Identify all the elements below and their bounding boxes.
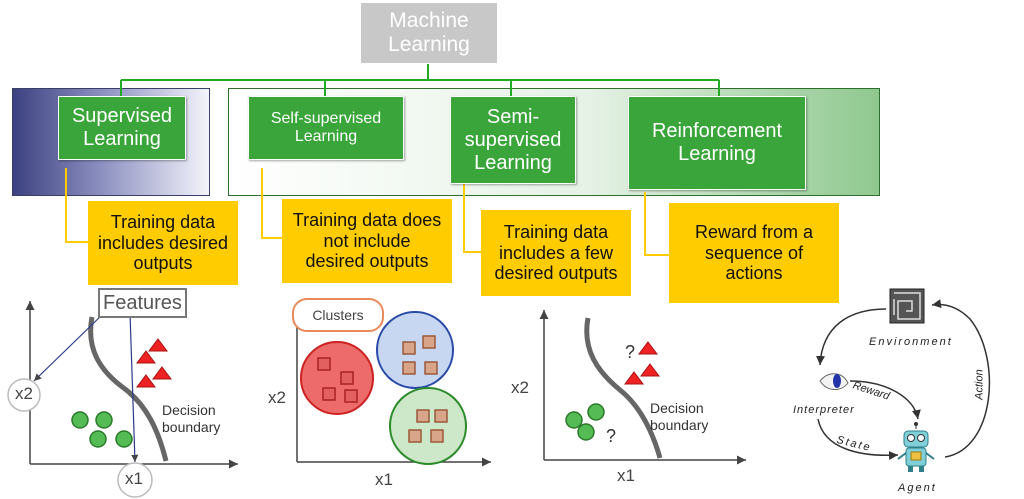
green-circle: [71, 411, 89, 429]
x1-label: x1: [617, 466, 635, 485]
supervised-description: Training data includes desired outputs: [88, 201, 238, 285]
x1-label-circle: [117, 462, 153, 498]
eye-icon: [819, 373, 849, 390]
reward-arrow: [849, 380, 921, 420]
red-triangle: [148, 338, 168, 352]
supervised-learning-box: Supervised Learning: [58, 96, 186, 160]
semi-supervised-description: Training data includes a few desired out…: [481, 210, 631, 296]
supervised-plot: [7, 301, 238, 498]
clusters-label: Clusters: [292, 298, 384, 332]
feature-arrow-x2: [33, 312, 105, 382]
semi-supervised-plot: [539, 310, 746, 465]
state-arrow: [817, 418, 899, 460]
brown-square: [402, 361, 416, 375]
x1-label: x1: [375, 470, 393, 489]
red-triangle: [624, 371, 644, 385]
red-triangle: [136, 350, 156, 364]
x2-label: x2: [15, 384, 33, 403]
cluster-red: [300, 341, 374, 415]
decision-boundary-label: Decision boundary: [650, 400, 709, 433]
decision-boundary: [584, 317, 663, 459]
environment-arrow: [815, 308, 887, 366]
red-square: [322, 387, 336, 401]
interpreter-label: Interpreter: [793, 404, 855, 416]
brown-square: [416, 409, 430, 423]
brown-square: [408, 429, 422, 443]
green-circle: [89, 430, 107, 448]
brown-square: [424, 361, 438, 375]
reinforcement-description: Reward from a sequence of actions: [669, 203, 839, 303]
machine-learning-root: Machine Learning: [360, 2, 498, 64]
unknown-mark: ?: [606, 426, 617, 446]
self-supervised-learning-box: Self-supervised Learning: [248, 96, 404, 160]
x2-label: x2: [268, 388, 286, 407]
reinforcement-learning-box: Reinforcement Learning: [628, 96, 806, 190]
red-triangle: [638, 341, 658, 355]
red-triangle: [640, 363, 660, 377]
unknown-mark: ?: [625, 342, 636, 362]
brown-square: [430, 429, 444, 443]
green-circle: [115, 430, 133, 448]
red-square: [344, 389, 358, 403]
red-triangle: [152, 366, 172, 380]
agent-label: Agent: [898, 482, 937, 494]
rl-loop-diagram: [815, 288, 991, 472]
robot-agent-icon: [897, 422, 935, 472]
action-label: Action: [973, 369, 986, 400]
decision-boundary: [88, 316, 169, 462]
cluster-green: [389, 387, 467, 465]
x1-label: x1: [125, 469, 143, 488]
action-arrow: [931, 299, 991, 458]
x2-label: x2: [511, 378, 529, 397]
green-circle: [577, 423, 595, 441]
red-square: [317, 357, 331, 371]
brown-square: [422, 335, 436, 349]
green-circle: [565, 411, 583, 429]
clustering-plot: [292, 311, 491, 467]
red-square: [340, 371, 354, 385]
maze-icon: [889, 288, 925, 324]
brown-square: [434, 409, 448, 423]
environment-label: Environment: [869, 336, 953, 348]
green-circle: [587, 403, 605, 421]
brown-square: [402, 341, 416, 355]
green-circle: [95, 411, 113, 429]
feature-arrow-x1: [129, 312, 139, 463]
x2-label-circle: [7, 378, 41, 412]
red-triangle: [136, 374, 156, 388]
features-label: Features: [98, 288, 187, 318]
self-supervised-description: Training data does not include desired o…: [282, 199, 452, 283]
semi-supervised-learning-box: Semi- supervised Learning: [450, 96, 576, 184]
decision-boundary-label: Decision boundary: [162, 402, 221, 435]
